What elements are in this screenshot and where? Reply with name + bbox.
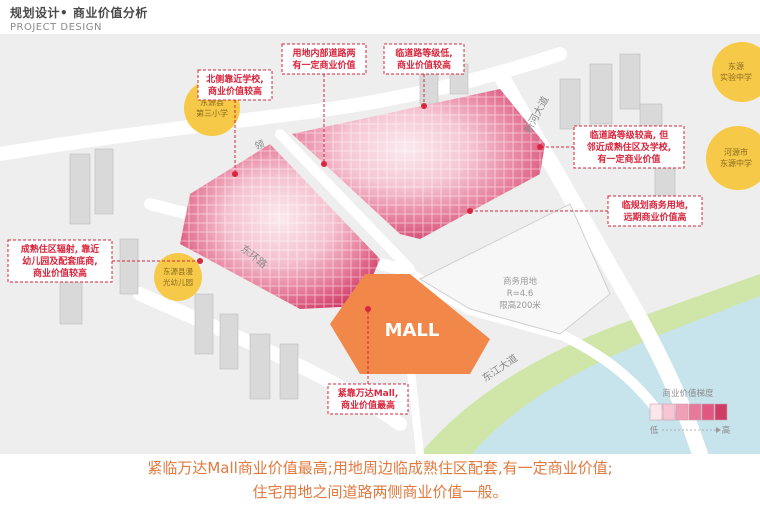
svg-text:东源: 东源 bbox=[728, 61, 744, 71]
riverbank-green bbox=[420, 274, 760, 454]
page-header: 规划设计• 商业价值分析 PROJECT DESIGN bbox=[10, 4, 148, 33]
summary-caption: 紧临万达Mall商业价值最高;用地周边临成熟住区配套,有一定商业价值; 住宅用地… bbox=[0, 456, 760, 531]
summary-line-2: 住宅用地之间道路两侧商业价值一般。 bbox=[252, 483, 508, 501]
svg-text:临道路等级低,: 临道路等级低, bbox=[395, 47, 452, 59]
svg-text:幼儿园及配套底商,: 幼儿园及配套底商, bbox=[22, 255, 97, 267]
site-map: 商务用地 R=4.6 限高200米 MALL 新河大道 东江大道 领 东环路 东… bbox=[0, 34, 760, 454]
callout-mall-adjacent: 紧靠万达Mall, 商业价值最高 bbox=[327, 306, 409, 415]
legend: 商业价值梯度 低 高 bbox=[649, 388, 731, 436]
legend-swatches bbox=[649, 403, 728, 421]
business-parcel bbox=[418, 203, 611, 335]
svg-text:东源县: 东源县 bbox=[200, 97, 224, 107]
callout-north-school: 北侧靠近学校, 商业价值较高 bbox=[197, 69, 273, 177]
school-shiyan: 东源 实验中学 bbox=[712, 42, 760, 102]
svg-text:成熟住区辐射, 靠近: 成熟住区辐射, 靠近 bbox=[21, 243, 100, 255]
svg-text:临规划商务用地,: 临规划商务用地, bbox=[622, 199, 688, 211]
svg-text:北侧靠近学校,: 北侧靠近学校, bbox=[206, 73, 263, 85]
callout-high-grade-road: 临道路等级较高, 但 邻近成熟住区及学校, 有一定商业价值 bbox=[537, 125, 685, 169]
svg-text:远期商业价值高: 远期商业价值高 bbox=[623, 211, 686, 223]
svg-text:商业价值较高: 商业价值较高 bbox=[397, 59, 451, 71]
mall-label: MALL bbox=[385, 320, 440, 341]
summary-line-1: 紧临万达Mall商业价值最高;用地周边临成熟住区配套,有一定商业价值; bbox=[147, 459, 613, 477]
callout-business-plan: 临规划商务用地, 远期商业价值高 bbox=[467, 195, 703, 227]
parcel-label-line2: R=4.6 bbox=[507, 289, 534, 299]
page-subtitle: PROJECT DESIGN bbox=[10, 22, 102, 33]
heat-parcel-west bbox=[180, 144, 380, 309]
heat-parcel-north bbox=[292, 89, 545, 239]
legend-arrow-head bbox=[716, 427, 721, 433]
svg-text:商业价值最高: 商业价值最高 bbox=[341, 399, 395, 411]
legend-high: 高 bbox=[722, 425, 731, 436]
svg-text:实验中学: 实验中学 bbox=[720, 72, 752, 82]
svg-text:商业价值较高: 商业价值较高 bbox=[208, 85, 262, 97]
svg-text:邻近成熟住区及学校,: 邻近成熟住区及学校, bbox=[587, 141, 671, 153]
svg-text:有一定商业价值: 有一定商业价值 bbox=[292, 59, 355, 71]
road-label-ling: 领 bbox=[253, 137, 267, 153]
svg-text:东源县漫: 东源县漫 bbox=[163, 266, 193, 276]
svg-text:光幼儿园: 光幼儿园 bbox=[163, 277, 193, 287]
svg-text:河源市: 河源市 bbox=[724, 147, 748, 157]
svg-text:有一定商业价值: 有一定商业价值 bbox=[597, 153, 660, 165]
svg-text:临道路等级较高, 但: 临道路等级较高, 但 bbox=[590, 129, 669, 141]
callout-inner-road: 用地内部道路两 有一定商业价值 bbox=[281, 43, 367, 167]
legend-low: 低 bbox=[650, 425, 659, 436]
svg-text:紧靠万达Mall,: 紧靠万达Mall, bbox=[338, 387, 399, 399]
svg-text:第三小学: 第三小学 bbox=[196, 108, 228, 118]
parcel-label-line3: 限高200米 bbox=[499, 300, 541, 311]
page-title: 规划设计• 商业价值分析 bbox=[10, 6, 148, 20]
callout-mature-residential: 成熟住区辐射, 靠近 幼儿园及配套底商, 商业价值较高 bbox=[7, 239, 203, 283]
svg-text:东源中学: 东源中学 bbox=[720, 158, 752, 168]
svg-text:用地内部道路两: 用地内部道路两 bbox=[291, 47, 355, 59]
callout-low-grade-road: 临道路等级低, 商业价值较高 bbox=[383, 43, 465, 109]
parcel-label-line1: 商务用地 bbox=[503, 276, 538, 287]
school-kindergarten: 东源县漫 光幼儿园 bbox=[154, 253, 202, 301]
mall-block bbox=[330, 274, 490, 374]
legend-title: 商业价值梯度 bbox=[662, 388, 714, 399]
svg-text:商业价值较高: 商业价值较高 bbox=[33, 267, 87, 279]
school-dongyuan-middle: 河源市 东源中学 bbox=[706, 126, 760, 190]
